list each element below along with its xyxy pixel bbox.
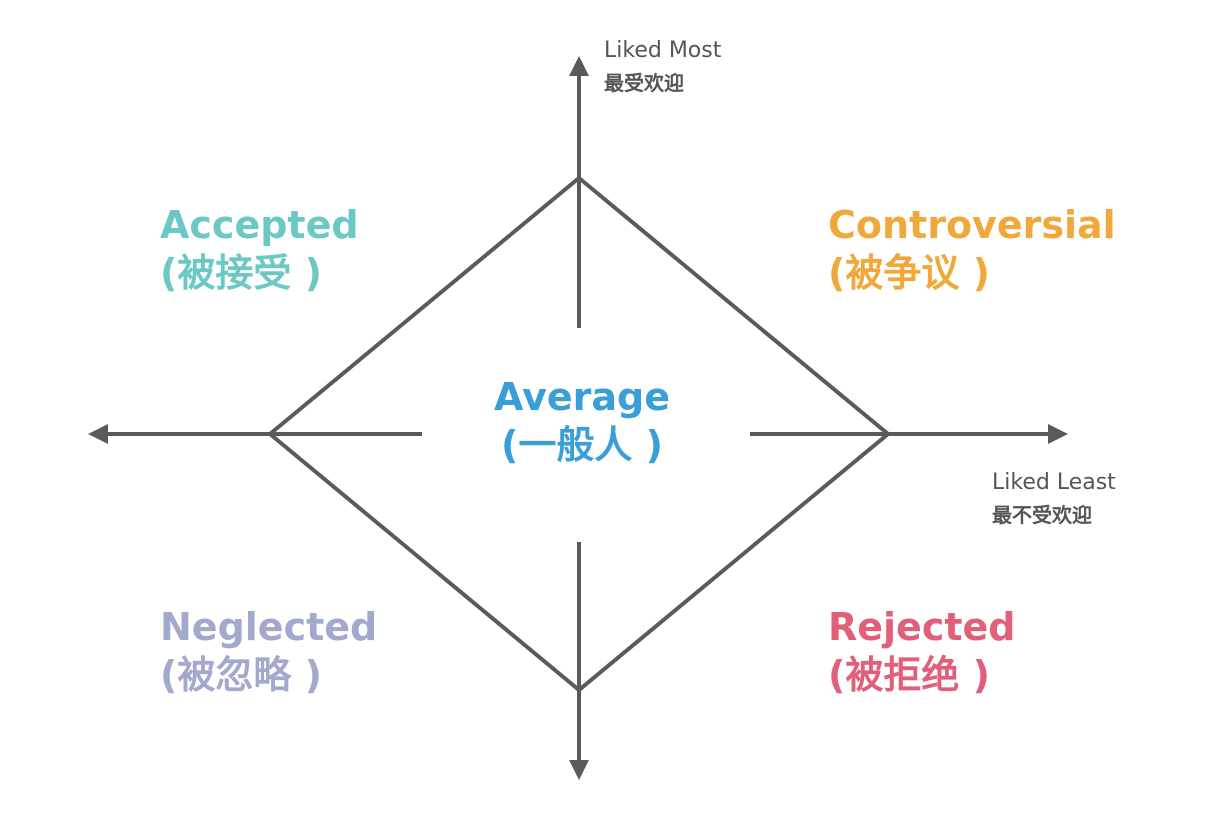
arrow-right-icon bbox=[1048, 424, 1068, 444]
axis-label-top: Liked Most 最受欢迎 bbox=[604, 34, 721, 99]
quadrant-accepted: Accepted (被接受 ) bbox=[160, 202, 359, 297]
quadrant-controversial: Controversial (被争议 ) bbox=[828, 202, 1116, 297]
quadrant-neglected: Neglected (被忽略 ) bbox=[160, 604, 377, 699]
axis-label-right: Liked Least 最不受欢迎 bbox=[992, 466, 1116, 531]
average-en: Average bbox=[494, 375, 670, 419]
controversial-cn: (被争议 ) bbox=[828, 250, 990, 295]
rejected-cn: (被拒绝 ) bbox=[828, 652, 990, 697]
neglected-cn: (被忽略 ) bbox=[160, 652, 322, 697]
arrow-left-icon bbox=[88, 424, 108, 444]
neglected-en: Neglected bbox=[160, 605, 378, 649]
arrow-up-icon bbox=[569, 56, 589, 76]
accepted-en: Accepted bbox=[160, 203, 359, 247]
arrow-down-icon bbox=[569, 760, 589, 780]
quadrant-rejected: Rejected (被拒绝 ) bbox=[828, 604, 1016, 699]
axis-right-en: Liked Least bbox=[992, 470, 1116, 495]
axis-right-cn: 最不受欢迎 bbox=[992, 503, 1092, 528]
axis-top-cn: 最受欢迎 bbox=[604, 71, 684, 96]
average-cn: (一般人 ) bbox=[501, 422, 663, 467]
quadrant-average: Average (一般人 ) bbox=[472, 374, 692, 469]
controversial-en: Controversial bbox=[828, 203, 1116, 247]
accepted-cn: (被接受 ) bbox=[160, 250, 322, 295]
axis-top-en: Liked Most bbox=[604, 38, 722, 63]
rejected-en: Rejected bbox=[828, 605, 1016, 649]
